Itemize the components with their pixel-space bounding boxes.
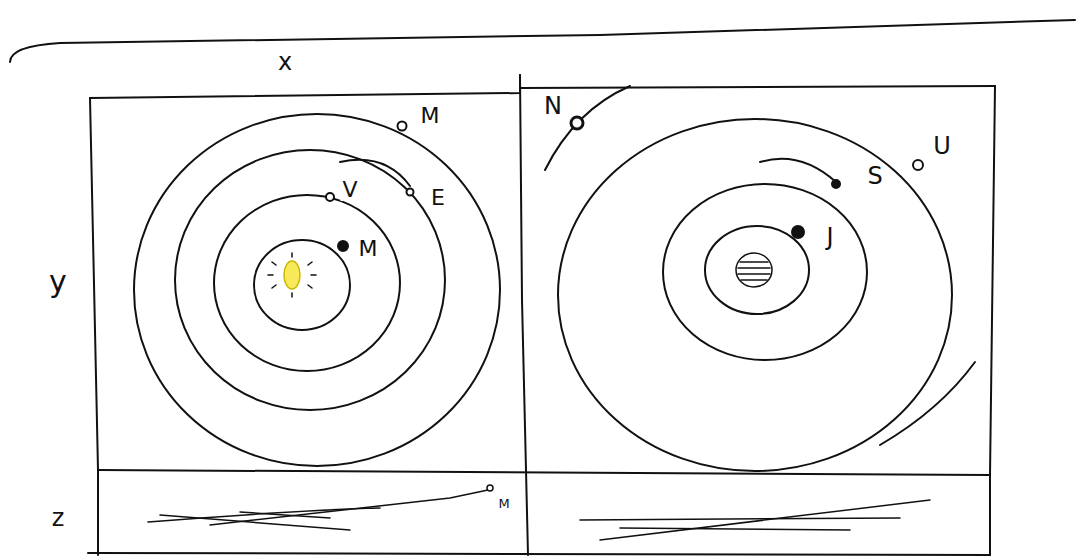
- planet-dot: [792, 226, 804, 238]
- planet-dot: [338, 241, 348, 251]
- planet-label: S: [865, 164, 884, 188]
- orbit-stroke: [760, 159, 836, 182]
- planet-dot: [398, 122, 407, 131]
- planet-dot: [326, 193, 334, 201]
- planet-label: M: [357, 238, 380, 260]
- planet-label: U: [931, 134, 953, 158]
- axis-label: z: [50, 506, 67, 530]
- orbit: [705, 226, 809, 314]
- sun-symbol: [268, 253, 316, 297]
- frame-right-top: [520, 86, 995, 88]
- planet-dot: [832, 180, 840, 188]
- orbit: [254, 240, 350, 330]
- axis-label: y: [47, 267, 69, 297]
- jupiter-symbol: [736, 253, 772, 287]
- orbit-stroke: [880, 362, 975, 445]
- top-bracket: [10, 20, 1075, 62]
- orbit: [134, 114, 500, 466]
- scribble: [148, 490, 930, 540]
- orbit: [558, 119, 952, 471]
- planet-label: M: [496, 497, 511, 510]
- bottom-line: [88, 553, 990, 555]
- planet-dot: [571, 117, 583, 129]
- orbit: [663, 184, 867, 360]
- axis-label: x: [276, 50, 294, 74]
- frame-left-side: [90, 98, 98, 555]
- planet-dot: [487, 485, 493, 491]
- planet-label: V: [340, 179, 359, 201]
- orbit: [175, 150, 445, 410]
- frame-right-side: [990, 86, 995, 555]
- planet-label: J: [824, 225, 835, 249]
- orbit: [214, 195, 400, 371]
- planet-dot: [407, 189, 414, 196]
- row-divider: [98, 470, 990, 475]
- planet-label: N: [542, 94, 564, 118]
- frame-left-top: [90, 75, 520, 98]
- planet-label: M: [419, 105, 442, 127]
- planet-label: E: [429, 187, 447, 209]
- panel-divider: [520, 75, 528, 555]
- planet-dot: [913, 160, 923, 170]
